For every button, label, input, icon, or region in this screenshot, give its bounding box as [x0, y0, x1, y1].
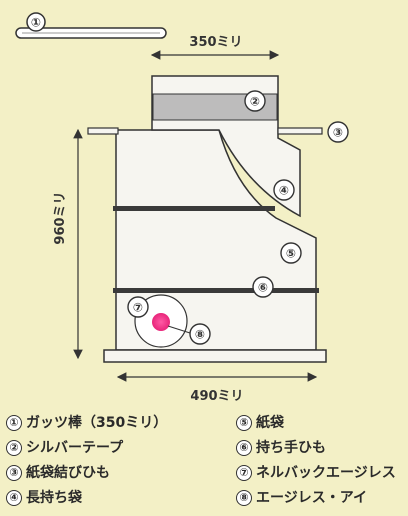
marker-7: ⑦ — [127, 296, 149, 318]
handle-band-upper — [113, 206, 275, 211]
marker-6: ⑥ — [252, 276, 274, 298]
marker-8-leader — [167, 325, 191, 334]
svg-text:⑧: ⑧ — [195, 328, 205, 342]
handle-band-lower — [113, 288, 319, 293]
marker-5: ⑤ — [280, 242, 302, 264]
top-width-label: 350ミリ — [189, 35, 242, 50]
tie-string-right — [277, 127, 323, 135]
base-plate — [103, 349, 327, 363]
svg-text:③: ③ — [333, 126, 343, 140]
svg-text:⑤: ⑤ — [286, 247, 296, 261]
svg-text:⑥: ⑥ — [258, 281, 268, 295]
marker-1: ① — [31, 16, 41, 30]
bottom-width-label: 490ミリ — [190, 389, 243, 404]
gatts-stick — [15, 27, 167, 39]
marker-4: ④ — [273, 179, 295, 201]
marker-3: ③ — [327, 121, 349, 143]
marker-8: ⑧ — [189, 323, 211, 345]
ageless-eye-indicator — [152, 313, 170, 331]
marker-2: ② — [244, 90, 266, 112]
svg-text:②: ② — [250, 95, 260, 109]
height-label: 960ミリ — [53, 191, 68, 244]
tie-string-left — [87, 127, 119, 135]
marker-1-circle — [26, 12, 46, 32]
svg-text:⑦: ⑦ — [133, 301, 143, 315]
svg-text:④: ④ — [279, 184, 289, 198]
